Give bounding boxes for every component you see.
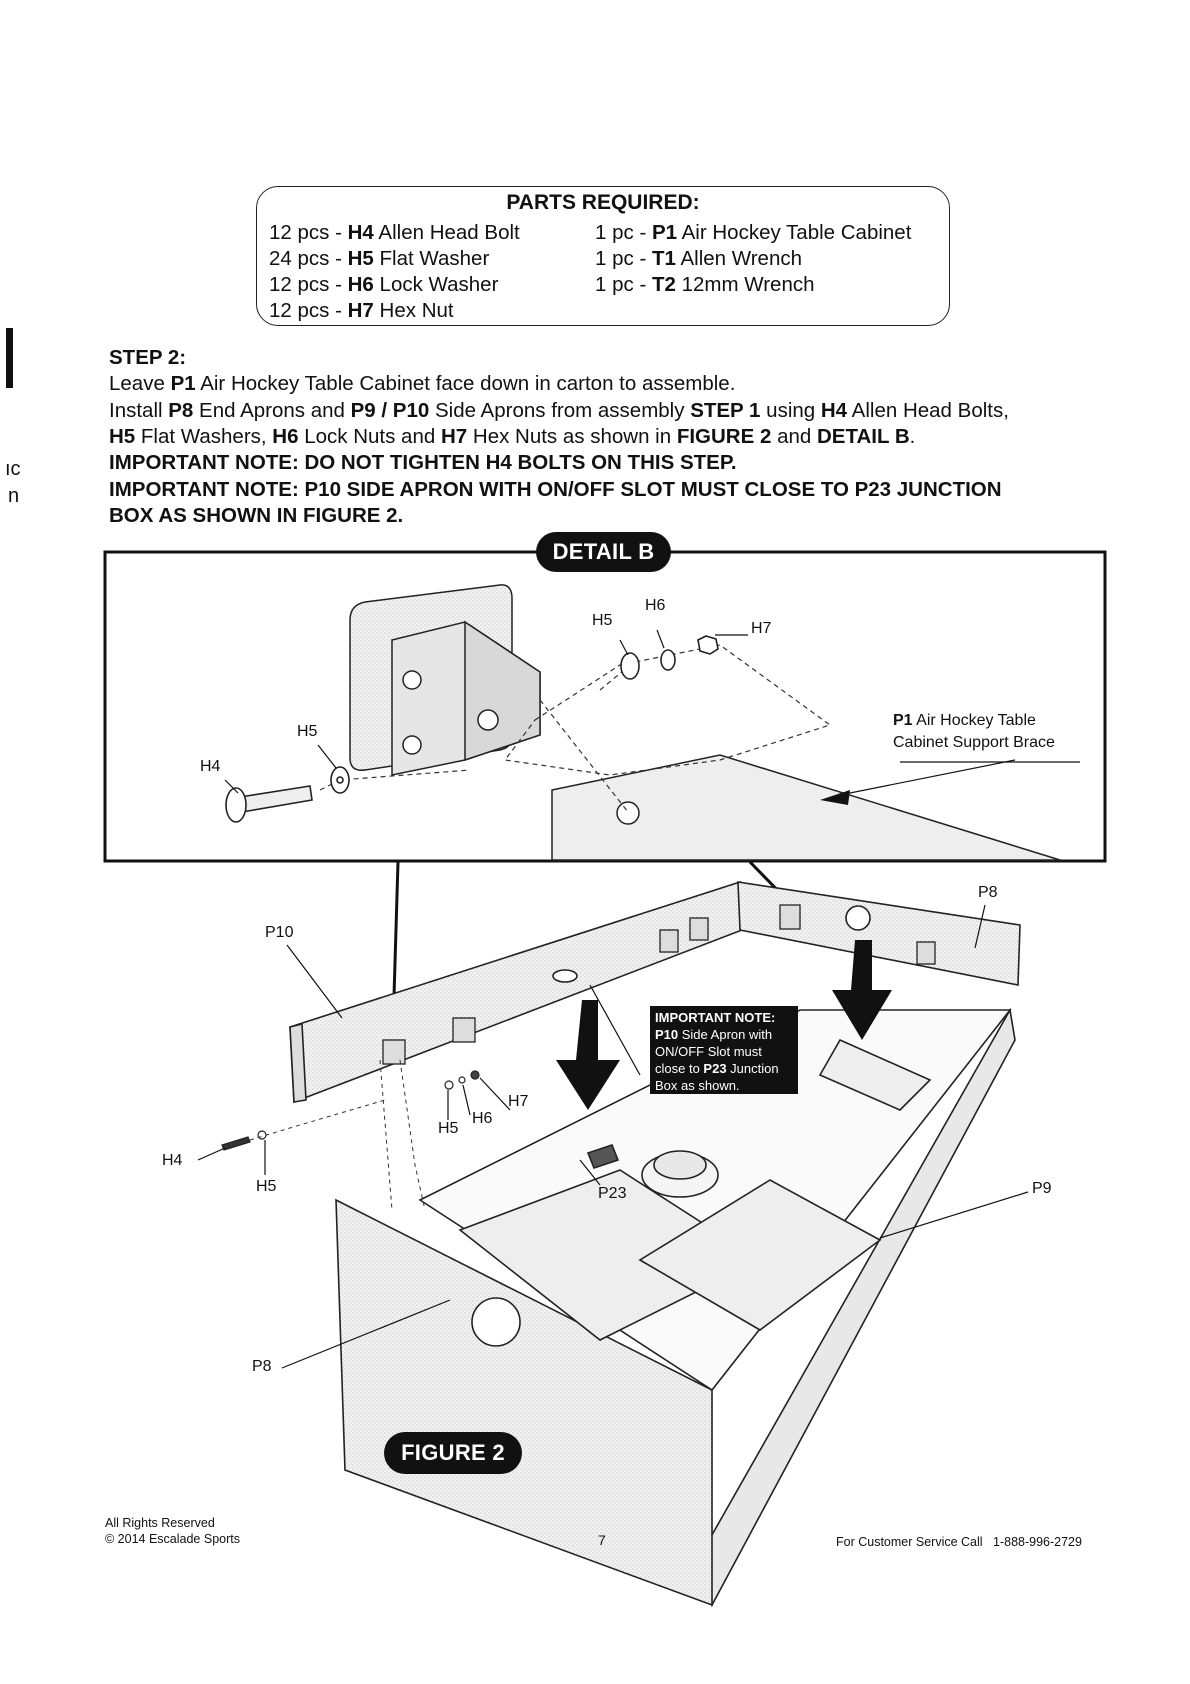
- detail-label-p1: P1 Air Hockey Table: [893, 712, 1036, 729]
- figure-label-p23: P23: [598, 1185, 627, 1202]
- callout-line-2: ON/OFF Slot must: [655, 1044, 762, 1059]
- figure-label-p8-back: P8: [978, 884, 998, 901]
- margin-fragment-ic: ıc: [5, 458, 21, 480]
- figure-label-h6: H6: [472, 1110, 493, 1127]
- callout-title: IMPORTANT NOTE:: [655, 1010, 776, 1025]
- part-h6: 12 pcs - H6 Lock Washer: [269, 273, 499, 296]
- part-t1: 1 pc - T1 Allen Wrench: [595, 247, 803, 270]
- detail-brace-drawing: [349, 584, 1061, 861]
- detail-b-badge: DETAIL B: [536, 532, 671, 572]
- part-p1: 1 pc - P1 Air Hockey Table Cabinet: [595, 221, 912, 244]
- step-line-2: Install P8 End Aprons and P9 / P10 Side …: [109, 399, 1009, 422]
- part-t2: 1 pc - T2 12mm Wrench: [595, 273, 815, 296]
- margin-fragment-n: n: [8, 485, 20, 507]
- detail-label-h7: H7: [751, 620, 772, 637]
- part-h5: 24 pcs - H5 Flat Washer: [269, 247, 490, 270]
- callout-line-1: P10 Side Apron with: [655, 1027, 773, 1042]
- part-h7: 12 pcs - H7 Hex Nut: [269, 299, 454, 322]
- footer-service: For Customer Service Call 1-888-996-2729: [836, 1535, 1082, 1549]
- callout-line-3: close to P23 Junction: [655, 1061, 779, 1076]
- figure-label-h5: H5: [438, 1120, 459, 1137]
- detail-leaders: [224, 629, 1080, 796]
- figure-dashed-lines: [249, 1059, 426, 1211]
- important-note-2-cont: BOX AS SHOWN IN FIGURE 2.: [109, 504, 404, 527]
- parts-required-box: PARTS REQUIRED: 12 pcs - H4 Allen Head B…: [256, 186, 950, 326]
- step-line-3: H5 Flat Washers, H6 Lock Nuts and H7 Hex…: [109, 425, 916, 448]
- step-heading: STEP 2:: [109, 346, 187, 369]
- footer-copyright: © 2014 Escalade Sports: [105, 1532, 240, 1546]
- figure-label-p9: P9: [1032, 1180, 1052, 1197]
- page-number: 7: [598, 1532, 606, 1548]
- callout-line-4: Box as shown.: [655, 1078, 740, 1093]
- figure-label-h4: H4: [162, 1152, 183, 1169]
- important-note-1: IMPORTANT NOTE: DO NOT TIGHTEN H4 BOLTS …: [109, 451, 737, 474]
- figure-label-p10: P10: [265, 924, 294, 941]
- figure-hardware: [221, 1070, 480, 1151]
- detail-label-h4: H4: [200, 758, 221, 775]
- scan-bar: [6, 328, 13, 388]
- figure-brackets: [382, 904, 936, 1065]
- figure-label-h7: H7: [508, 1093, 529, 1110]
- step-line-1: Leave P1 Air Hockey Table Cabinet face d…: [109, 372, 736, 395]
- figure-label-p8-front: P8: [252, 1358, 272, 1375]
- figure-down-arrows: [556, 940, 892, 1110]
- detail-label-h6: H6: [645, 597, 666, 614]
- detail-arrowhead: [820, 790, 850, 805]
- parts-title: PARTS REQUIRED:: [506, 191, 700, 214]
- figure-2-badge: FIGURE 2: [384, 1432, 522, 1474]
- figure-leaders: [197, 904, 1029, 1369]
- detail-label-h5: H5: [592, 612, 613, 629]
- important-note-callout: IMPORTANT NOTE: P10 Side Apron with ON/O…: [650, 1006, 798, 1094]
- footer-rights: All Rights Reserved: [105, 1516, 215, 1530]
- important-note-2: IMPORTANT NOTE: P10 SIDE APRON WITH ON/O…: [109, 478, 1002, 501]
- part-h4: 12 pcs - H4 Allen Head Bolt: [269, 221, 520, 244]
- detail-label-h5-left: H5: [297, 723, 318, 740]
- detail-hardware: [225, 635, 719, 823]
- detail-label-p1-brace: Cabinet Support Brace: [893, 734, 1055, 751]
- figure-label-h5-lower: H5: [256, 1178, 277, 1195]
- figure-cabinet: [289, 880, 1021, 1608]
